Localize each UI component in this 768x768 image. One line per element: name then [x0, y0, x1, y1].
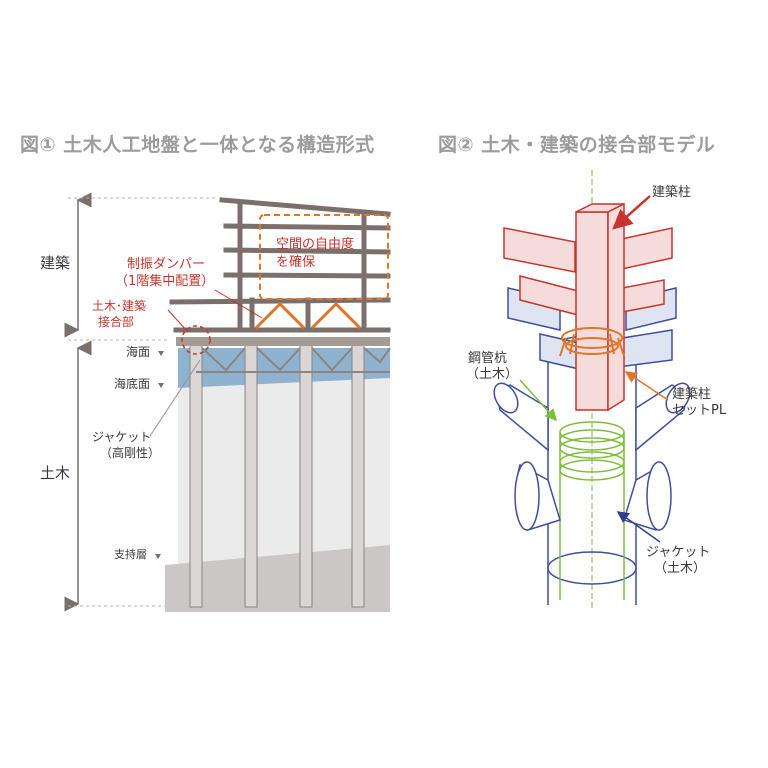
free-space-box [259, 214, 389, 300]
inner-pile-rings [559, 421, 625, 600]
jacket-arrow [616, 511, 661, 543]
red-leaders [167, 289, 263, 333]
dimension-guides [68, 197, 218, 607]
jacket-label-2: （土木） [654, 561, 706, 576]
jacket-label-1: ジャケット [92, 430, 151, 444]
bearing-layer [165, 545, 390, 612]
label-civil: 土木 [40, 464, 70, 482]
building-frame [169, 197, 391, 333]
figure1-title: 図① 土木人工地盤と一体となる構造形式 [20, 134, 375, 156]
damper-label-2: （1階集中配置） [115, 273, 214, 289]
sea-surface-label: 海面 [126, 344, 150, 359]
damper-braces [254, 301, 362, 330]
soil-body [178, 378, 390, 565]
free-space-label-1: 空間の自由度 [276, 236, 354, 252]
joint-label-1: 土木･建築 [92, 298, 146, 313]
joint-circle [181, 325, 211, 355]
column-label: 建築柱 [652, 185, 691, 200]
jacket-tubes [493, 382, 691, 531]
piles [189, 344, 365, 608]
jacket-leader [149, 359, 201, 437]
jacket-label-2: （高剛性） [100, 445, 160, 460]
setpl-arrow [624, 371, 669, 401]
pile-label-2: （土木） [466, 367, 518, 382]
jacket-label-1: ジャケット [646, 545, 710, 560]
figure2-title: 図② 土木・建築の接合部モデル [438, 134, 716, 156]
pile-label-1: 鋼管杭 [468, 351, 507, 366]
column-arrow [612, 195, 651, 230]
damper-label-1: 制振ダンパー [127, 257, 205, 272]
joint-label-2: 接合部 [98, 314, 134, 329]
label-building: 建築 [40, 254, 70, 272]
free-space-label-2: を確保 [276, 254, 315, 270]
seabed-label: 海底面 [114, 376, 150, 391]
bearing-label: 支持層 [114, 547, 147, 561]
figure2: 建築柱 鋼管杭 （土木） 建築柱 セットPL ジャケット （土木） [466, 170, 727, 610]
column-set-plate [559, 327, 625, 357]
level-markers [155, 351, 164, 559]
figure1: 建築 土木 制振ダンパー （1階集中配置） 土木･建築 接合部 空間の自由度 を… [40, 192, 391, 612]
ground-deck [176, 337, 390, 346]
setpl-label-2: セットPL [672, 403, 727, 418]
setpl-label-1: 建築柱 [672, 387, 711, 402]
jacket-braces [196, 347, 391, 373]
building-column [575, 202, 625, 412]
pile-arrow [519, 379, 558, 422]
